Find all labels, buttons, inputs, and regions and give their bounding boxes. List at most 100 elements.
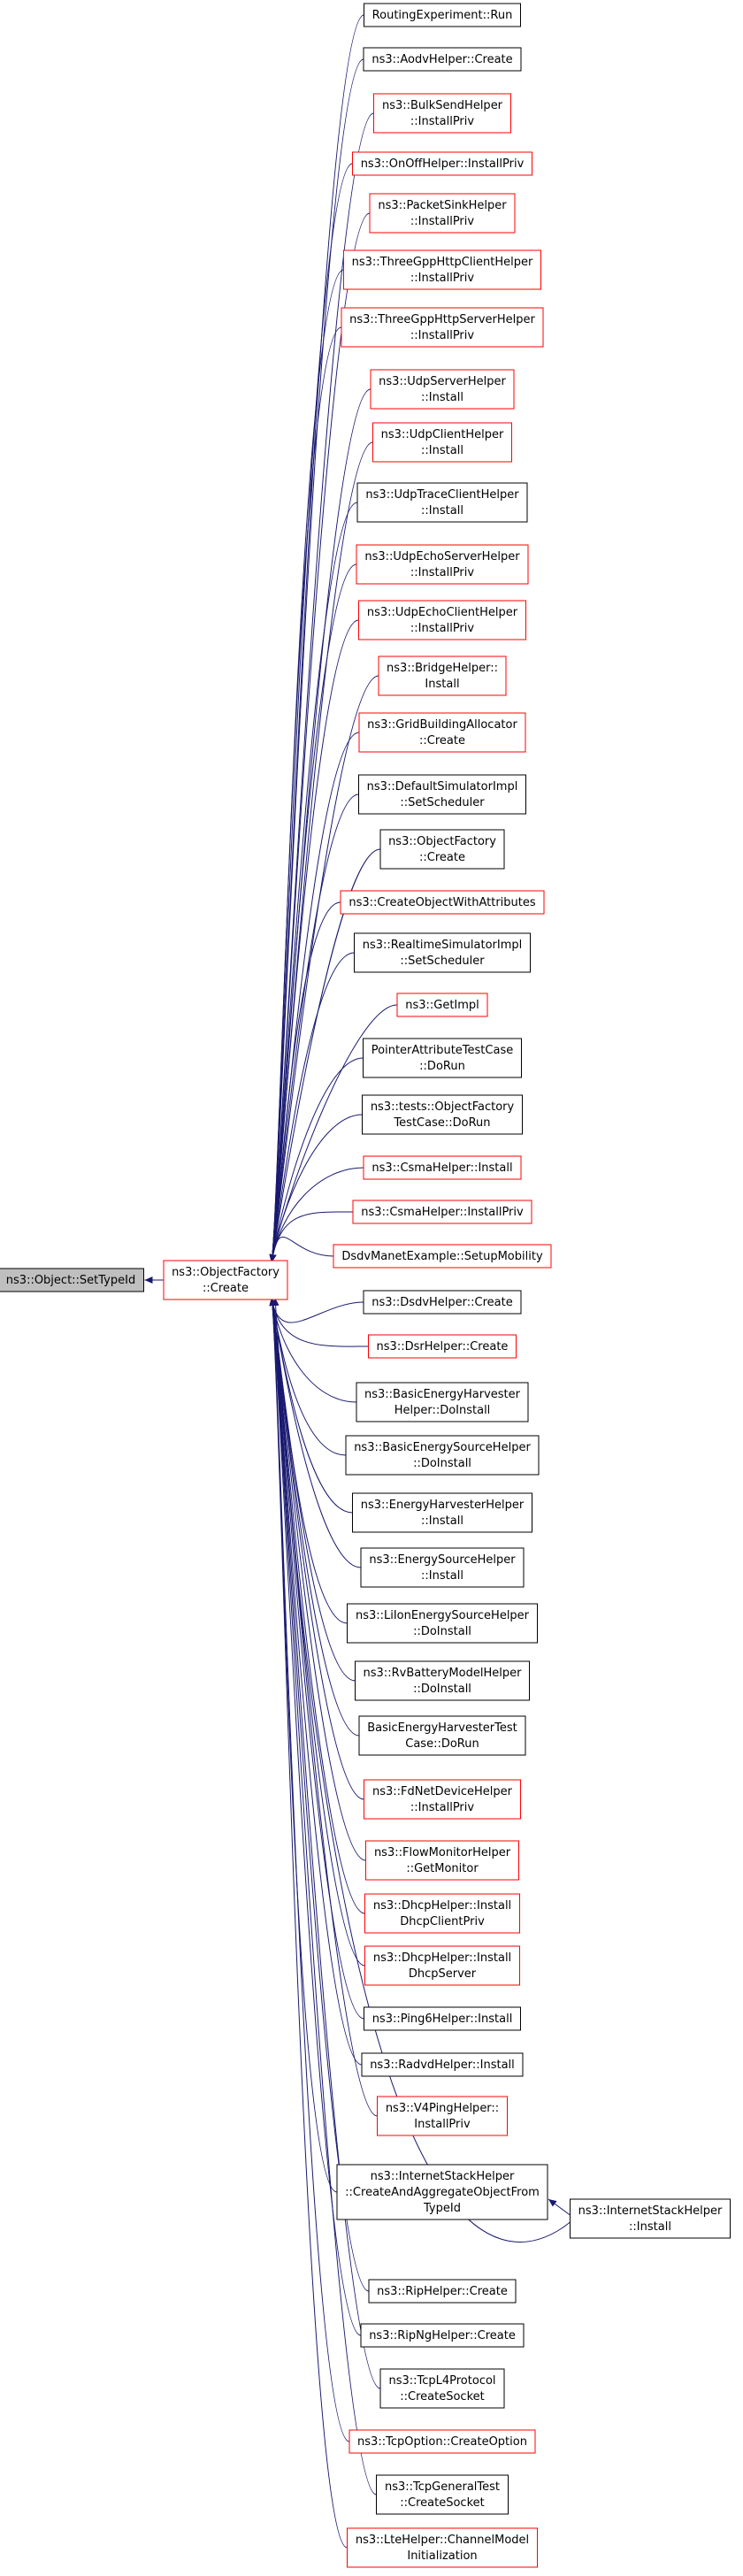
caller-node[interactable]: ns3::CsmaHelper::Install [363, 1155, 522, 1180]
caller-node[interactable]: ns3::LteHelper::ChannelModelInitializati… [347, 2527, 538, 2568]
edge-caller-to-hub [269, 1297, 364, 1323]
caller-node-label-line: Case::DoRun [405, 1737, 479, 1751]
caller-node[interactable]: ns3::LiIonEnergySourceHelper::DoInstall [347, 1603, 538, 1644]
caller-node-box [341, 307, 544, 348]
caller-node[interactable]: ns3::CsmaHelper::InstallPriv [352, 1200, 532, 1224]
caller-node-label-line: ns3::DhcpHelper::Install [373, 1899, 511, 1913]
edge-caller-to-hub [269, 1236, 334, 1263]
caller-node-label-line: ns3::UdpTraceClientHelper [365, 488, 519, 502]
caller-node-label-line: ::CreateSocket [400, 2390, 484, 2404]
caller-node[interactable]: ns3::V4PingHelper::InstallPriv [377, 2096, 508, 2136]
caller-node[interactable]: ns3::RadvdHelper::Install [361, 2052, 524, 2077]
caller-node-label-line: ns3::BasicEnergyHarvester [364, 1388, 521, 1401]
caller-node[interactable]: ns3::UdpEchoClientHelper::InstallPriv [358, 600, 526, 640]
caller-node[interactable]: ns3::UdpEchoServerHelper::InstallPriv [356, 544, 529, 585]
caller-node[interactable]: ns3::Ping6Helper::Install [364, 2006, 521, 2031]
caller-node[interactable]: ns3::FlowMonitorHelper::GetMonitor [365, 1840, 519, 1881]
caller-node-label-line: ns3::UdpEchoServerHelper [364, 550, 520, 564]
caller-node[interactable]: DsdvManetExample::SetupMobility [333, 1244, 552, 1269]
caller-node[interactable]: ns3::DefaultSimulatorImpl::SetScheduler [358, 774, 526, 815]
caller-node-label-line: ns3::EnergyHarvesterHelper [361, 1499, 525, 1512]
caller-node-box [356, 482, 528, 523]
caller-node-box [369, 193, 516, 234]
hub-node-label-line: ::Create [203, 1282, 249, 1295]
caller-node[interactable]: ns3::DsrHelper::Create [368, 1334, 517, 1359]
caller-node-box [360, 2323, 525, 2348]
caller-node[interactable]: ns3::RealtimeSimulatorImpl::SetScheduler [354, 932, 531, 973]
root-node[interactable]: ns3::Object::SetTypeId [0, 1268, 144, 1292]
caller-node[interactable]: ns3::RvBatteryModelHelper::DoInstall [355, 1660, 530, 1701]
caller-node-label-line: ns3::UdpEchoClientHelper [367, 606, 518, 619]
caller-node-label-line: ::DoRun [419, 1060, 465, 1073]
caller-node[interactable]: ns3::PacketSinkHelper::InstallPriv [369, 193, 516, 234]
edge-caller-to-hub [269, 1297, 350, 2442]
caller-node-box [333, 1244, 552, 1269]
caller-node[interactable]: ns3::TcpL4Protocol::CreateSocket [379, 2368, 505, 2409]
caller-node-label-line: ns3::BulkSendHelper [382, 99, 503, 112]
caller-node[interactable]: ns3::BulkSendHelper::InstallPriv [373, 93, 511, 134]
caller-node[interactable]: ns3::TcpOption::CreateOption [349, 2429, 536, 2454]
caller-node-label-line: ns3::DsdvHelper::Create [372, 1296, 512, 1309]
caller-node-label-line: ns3::ThreeGppHttpClientHelper [352, 256, 533, 269]
caller-node[interactable]: RoutingExperiment::Run [364, 3, 521, 27]
secondary-node[interactable]: ns3::InternetStackHelper::Install [570, 2198, 731, 2239]
caller-node[interactable]: ns3::ThreeGppHttpServerHelper::InstallPr… [341, 307, 544, 348]
caller-node[interactable]: ns3::DsdvHelper::Create [363, 1290, 522, 1315]
caller-node-box [363, 1290, 522, 1315]
caller-node-label-line: ns3::LiIonEnergySourceHelper [356, 1609, 530, 1622]
caller-node-label-line: ::Create [419, 734, 465, 748]
caller-node-label-line: ns3::AodvHelper::Create [372, 53, 512, 66]
caller-node[interactable]: ns3::RipNgHelper::Create [360, 2323, 525, 2348]
caller-node[interactable]: ns3::InternetStackHelper::CreateAndAggre… [336, 2164, 548, 2220]
caller-node-label-line: ns3::FdNetDeviceHelper [372, 1785, 513, 1798]
caller-node[interactable]: ns3::EnergySourceHelper::Install [360, 1547, 525, 1588]
caller-node-label-line: ns3::UdpClientHelper [381, 428, 504, 441]
caller-node[interactable]: ns3::TcpGeneralTest::CreateSocket [376, 2474, 509, 2515]
caller-node[interactable]: ns3::OnOffHelper::InstallPriv [352, 151, 532, 176]
caller-node-box [352, 1492, 532, 1533]
caller-node[interactable]: ns3::AodvHelper::Create [363, 47, 522, 72]
caller-node-label-line: ::InstallPriv [410, 115, 474, 128]
caller-node[interactable]: ns3::CreateObjectWithAttributes [340, 890, 545, 915]
caller-node-label-line: ns3::EnergySourceHelper [369, 1553, 516, 1567]
caller-node-label-line: ::InstallPriv [410, 272, 474, 285]
caller-node[interactable]: ns3::UdpServerHelper::Install [370, 369, 515, 410]
caller-node-label-line: ns3::CsmaHelper::InstallPriv [361, 1206, 524, 1219]
caller-node[interactable]: ns3::BridgeHelper::Install [378, 656, 507, 696]
caller-node[interactable]: ns3::UdpTraceClientHelper::Install [356, 482, 528, 523]
caller-node-label-line: ::InstallPriv [410, 1801, 474, 1814]
caller-node-label-line: Initialization [407, 2549, 477, 2563]
caller-node[interactable]: ns3::ObjectFactory::Create [379, 829, 505, 870]
caller-node-label-line: ns3::FlowMonitorHelper [374, 1846, 511, 1859]
caller-node-label-line: ns3::TcpL4Protocol [388, 2374, 495, 2388]
caller-node-label-line: ns3::GridBuildingAllocator [367, 718, 517, 732]
caller-node[interactable]: ns3::GridBuildingAllocator::Create [358, 712, 526, 753]
caller-node-box [365, 1840, 519, 1881]
caller-node-label-line: ns3::Ping6Helper::Install [372, 2012, 513, 2026]
root-node-label-line: ns3::Object::SetTypeId [6, 1274, 135, 1287]
caller-node-box [379, 2368, 505, 2409]
caller-node[interactable]: ns3::RipHelper::Create [368, 2279, 517, 2304]
caller-node-label-line: TypeId [423, 2202, 461, 2215]
caller-node[interactable]: ns3::ThreeGppHttpClientHelper::InstallPr… [343, 249, 541, 290]
hub-node-label-line: ns3::ObjectFactory [172, 1266, 280, 1279]
caller-node[interactable]: ns3::GetImpl [396, 993, 488, 1017]
caller-node[interactable]: ns3::EnergyHarvesterHelper::Install [352, 1492, 532, 1533]
caller-node[interactable]: ns3::UdpClientHelper::Install [372, 422, 512, 463]
caller-node-label-line: ns3::GetImpl [405, 999, 479, 1012]
caller-node-box [358, 600, 526, 640]
hub-node[interactable]: ns3::ObjectFactory::Create [163, 1260, 288, 1300]
caller-node-box [364, 3, 521, 27]
caller-node[interactable]: ns3::FdNetDeviceHelper::InstallPriv [364, 1779, 521, 1820]
edge-caller-to-hub [269, 1297, 381, 2389]
caller-node[interactable]: ns3::BasicEnergySourceHelper::DoInstall [345, 1435, 540, 1476]
caller-node-box [364, 1779, 521, 1820]
caller-node[interactable]: ns3::BasicEnergyHarvesterHelper::DoInsta… [356, 1382, 529, 1422]
caller-node-box [343, 249, 541, 290]
caller-node-label-line: ::DoInstall [413, 1683, 471, 1696]
caller-node[interactable]: PointerAttributeTestCase::DoRun [363, 1038, 522, 1078]
